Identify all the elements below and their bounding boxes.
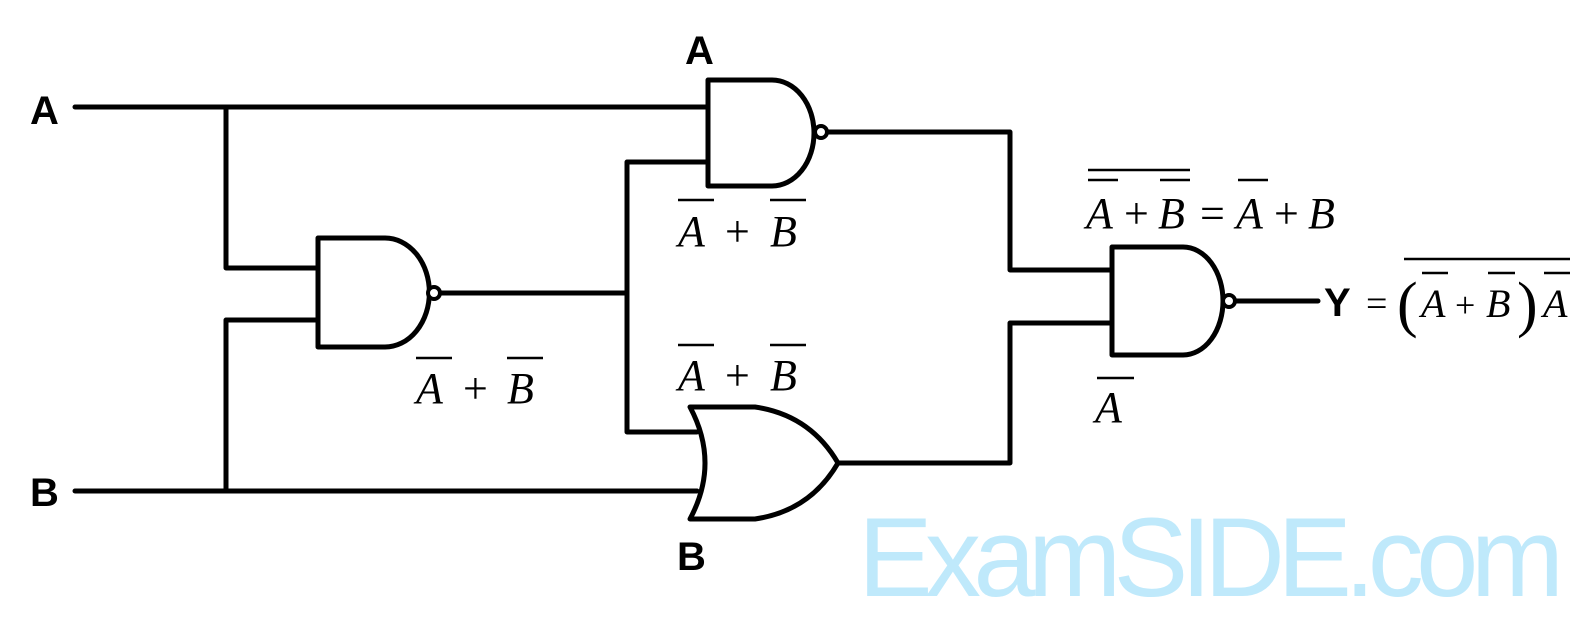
term: B: [507, 364, 534, 413]
nand2-input-a-label: A: [685, 29, 714, 73]
wire-nand1-fanout: [624, 159, 711, 435]
or-input-b-label: B: [677, 535, 706, 579]
nand-gate-1: [315, 235, 442, 350]
wire-b-to-nand1: [223, 317, 321, 494]
wire-nand2-output: [824, 129, 1115, 273]
term: A: [675, 351, 706, 400]
output-y-label: Y: [1324, 281, 1351, 325]
nand1-output-expression: A + B: [413, 356, 543, 413]
inversion-bubble-icon: [813, 124, 829, 140]
or-input-expression: A + B: [675, 343, 806, 400]
term: A: [1092, 383, 1123, 432]
or-gate: [687, 404, 841, 522]
nand3-bottom-input-expression: A: [1092, 376, 1134, 432]
equals: =: [1366, 283, 1387, 325]
operator: +: [725, 351, 750, 400]
term: A: [413, 364, 444, 413]
equals: =: [1200, 189, 1225, 238]
operator: +: [1455, 285, 1475, 325]
operator: +: [1124, 189, 1149, 238]
wire-a-to-nand1: [223, 104, 321, 271]
nand-gate-3: [1109, 244, 1237, 358]
term: B: [1486, 281, 1510, 326]
watermark: ExamSIDE.com: [858, 495, 1564, 620]
term: B: [1158, 189, 1185, 238]
term: B: [770, 207, 797, 256]
right-paren: ): [1517, 271, 1538, 339]
term: A: [675, 207, 706, 256]
term: A: [1418, 281, 1446, 326]
term: A: [1083, 189, 1114, 238]
wire-or-output: [835, 320, 1115, 466]
term: A: [1233, 189, 1264, 238]
input-b-label: B: [30, 471, 59, 515]
left-paren: (: [1397, 271, 1418, 339]
identity-expression: A + B = A + B: [1083, 168, 1335, 238]
nand-gate-2: [705, 77, 829, 189]
y-expression: = ( A + B ) A: [1366, 257, 1570, 339]
input-a-label: A: [30, 89, 59, 133]
inversion-bubble-icon: [1221, 293, 1237, 309]
term: A: [1540, 281, 1568, 326]
operator: +: [725, 207, 750, 256]
wires: [72, 104, 1321, 494]
term: B: [770, 351, 797, 400]
inversion-bubble-icon: [426, 285, 442, 301]
term: B: [1308, 189, 1335, 238]
operator: +: [1274, 189, 1299, 238]
operator: +: [463, 364, 488, 413]
nand2-input-expression: A + B: [675, 198, 806, 256]
